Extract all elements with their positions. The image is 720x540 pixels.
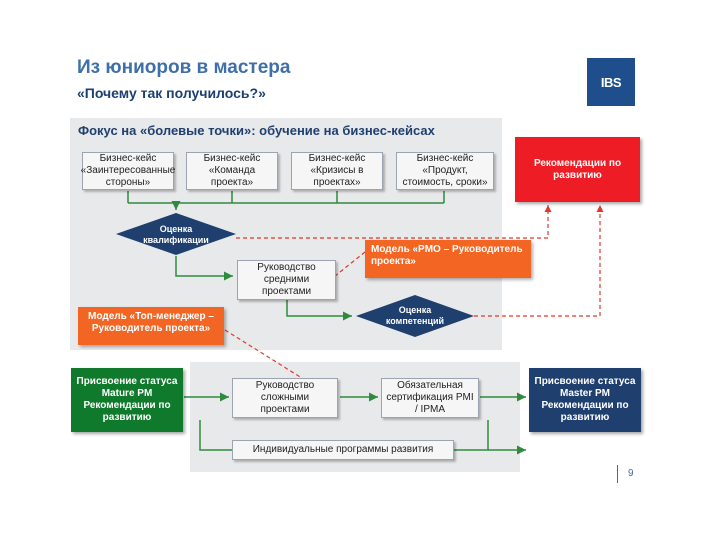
page-number: 9 [628, 468, 634, 479]
case-project-crises: Бизнес-кейс «Кризисы в проектах» [291, 152, 383, 190]
qualification-diamond [116, 213, 236, 255]
model-top-manager-box: Модель «Топ-менеджер – Руководитель прое… [78, 307, 224, 345]
middle-projects-box: Руководство средними проектами [237, 260, 336, 300]
model-pmo-box: Модель «PMO – Руководитель проекта» [365, 240, 531, 278]
individual-programs-box: Индивидуальные программы развития [232, 440, 454, 460]
case-stakeholders: Бизнес-кейс «Заинтересованные стороны» [80, 152, 176, 190]
page-title: Из юниоров в мастера [77, 57, 291, 78]
case-product-cost-time: Бизнес-кейс «Продукт, стоимость, сроки» [396, 152, 494, 190]
ibs-logo: IBS [587, 58, 635, 106]
panel-title: Фокус на «болевые точки»: обучение на би… [78, 123, 435, 138]
mature-pm-box: Присвоение статуса Mature PM Рекомендаци… [71, 368, 183, 432]
page-divider [617, 465, 618, 483]
page-subtitle: «Почему так получилось?» [77, 85, 266, 101]
qualification-label: Оценка квалификации [143, 224, 209, 245]
master-pm-box: Присвоение статуса Master PM Рекомендаци… [529, 368, 641, 432]
complex-projects-box: Руководство сложными проектами [232, 378, 338, 418]
certification-box: Обязательная сертификация PMI / IPMA [381, 378, 479, 418]
competency-diamond [356, 295, 474, 337]
recommendations-box: Рекомендации по развитию [515, 137, 640, 202]
competency-label: Оценка компетенций [385, 305, 445, 326]
case-project-team: Бизнес-кейс «Команда проекта» [186, 152, 278, 190]
